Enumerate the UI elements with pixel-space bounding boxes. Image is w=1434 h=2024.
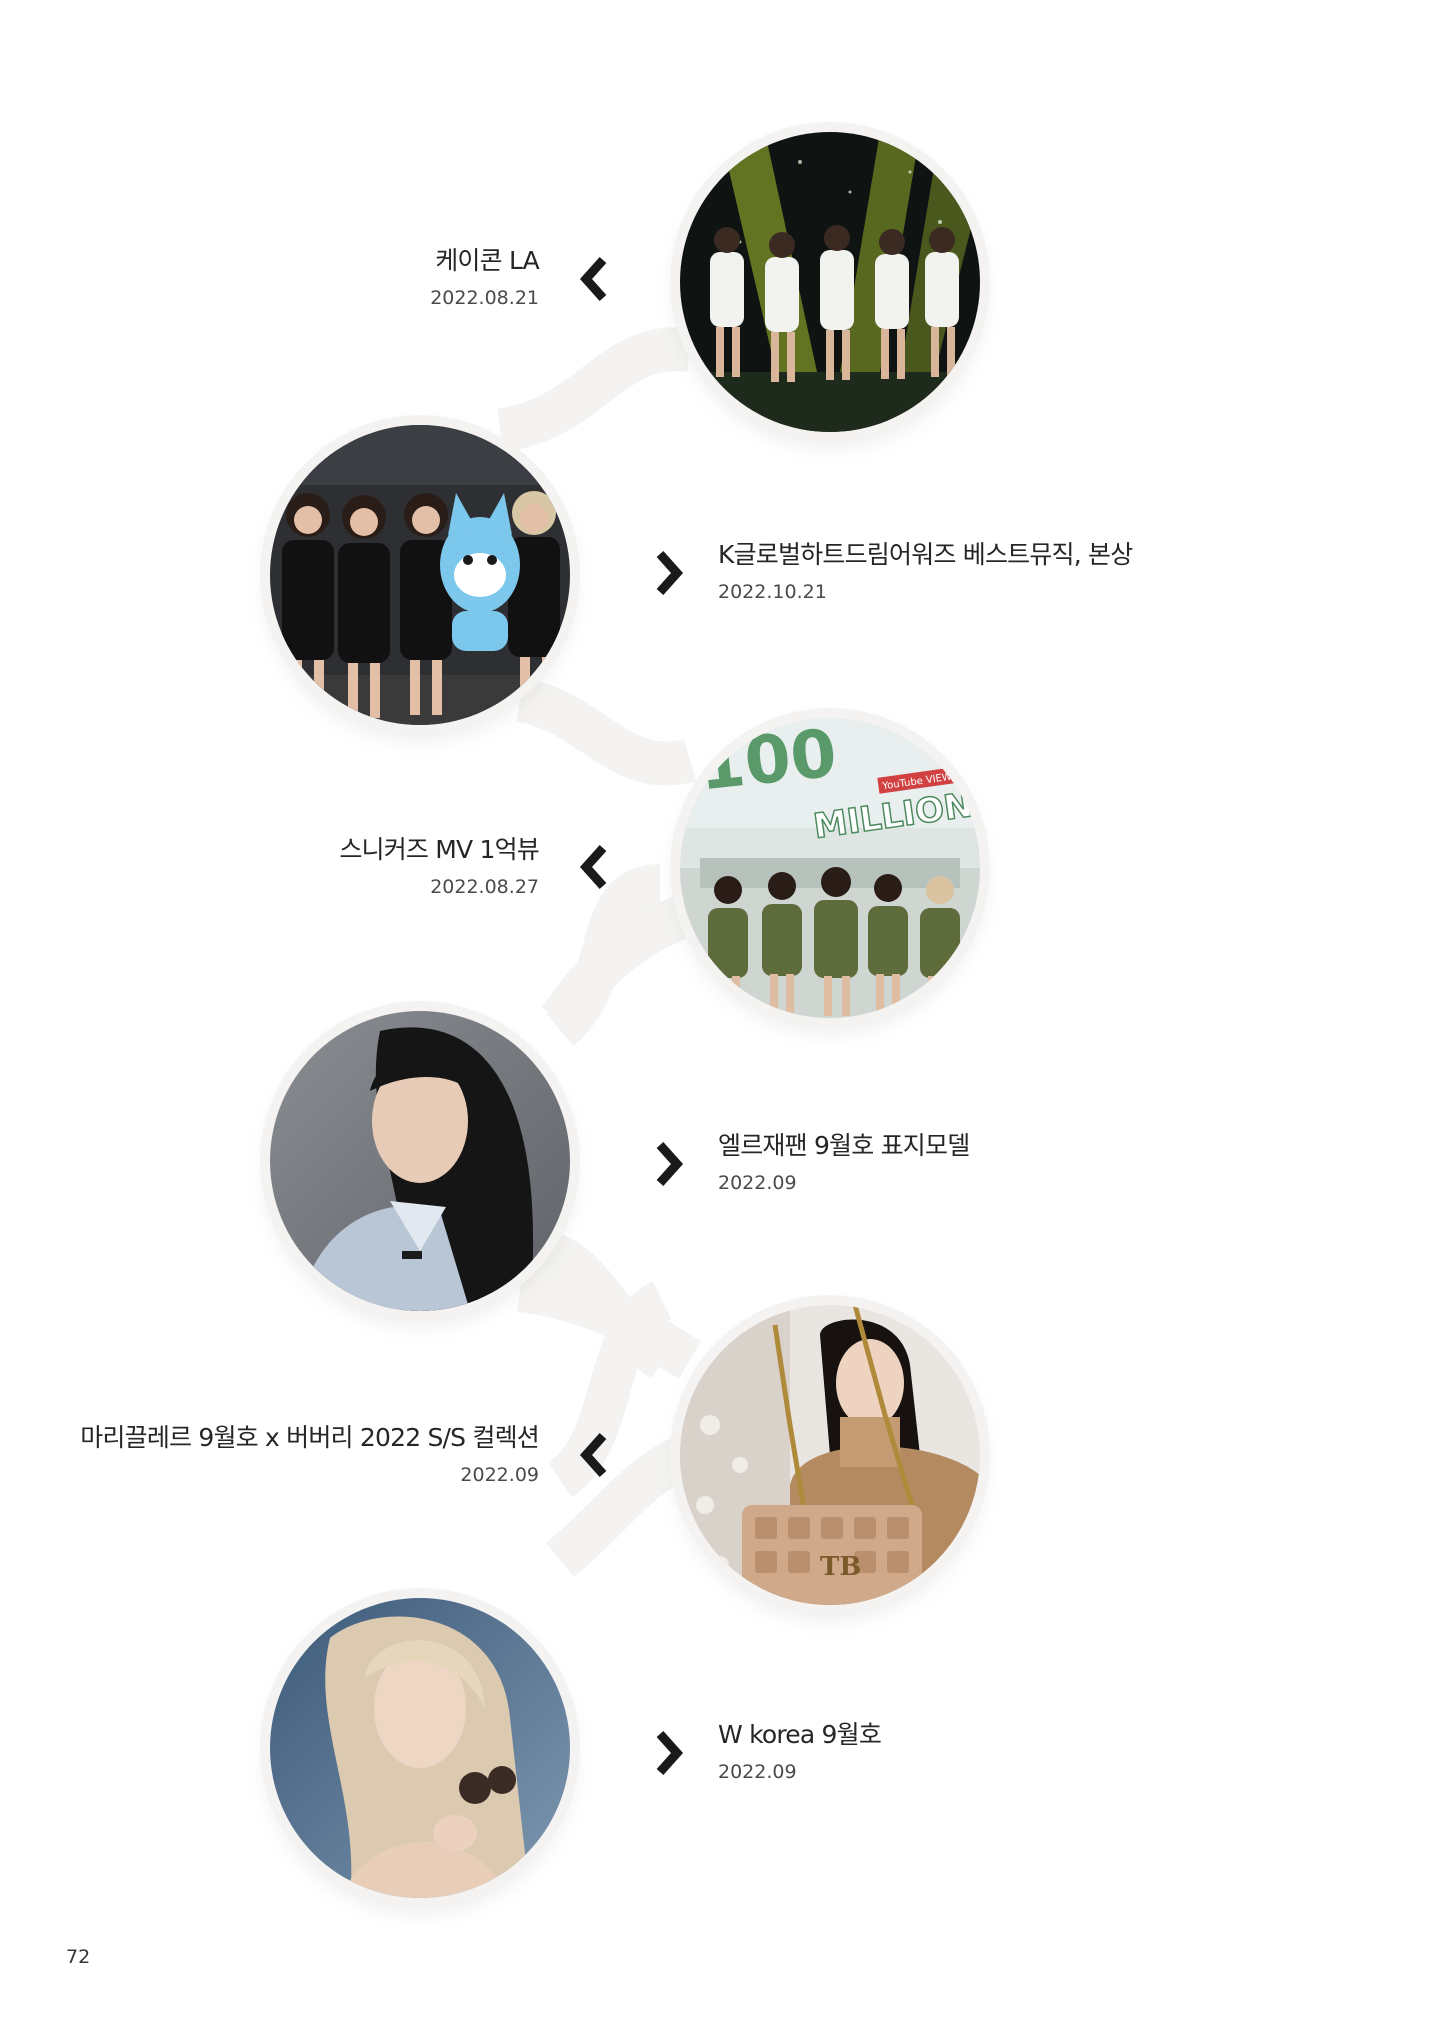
entry-date: 2022.10.21	[718, 581, 827, 603]
timeline-entry-label: 케이콘 LA 2022.08.21	[430, 244, 540, 310]
timeline-entry-label: 스니커즈 MV 1억뷰 2022.08.27	[339, 833, 539, 899]
timeline-entry-label: K글로벌하트드림어워즈 베스트뮤직, 본상 2022.10.21	[718, 538, 1133, 604]
entry-title: W korea 9월호	[718, 1720, 882, 1749]
chevron-right-icon	[652, 1728, 686, 1778]
entry-date: 2022.09	[718, 1172, 797, 1194]
entry-title: 케이콘 LA	[435, 246, 540, 275]
page-number: 72	[66, 1946, 91, 1968]
entry-date: 2022.09	[718, 1761, 797, 1783]
entry-date: 2022.08.27	[430, 876, 539, 898]
entry-title: K글로벌하트드림어워즈 베스트뮤직, 본상	[718, 540, 1133, 569]
chevron-right-icon	[652, 1139, 686, 1189]
member-with-burberry-bag-photo: TB	[680, 1305, 980, 1605]
chevron-left-icon	[577, 842, 611, 892]
group-stage-performance-photo	[680, 132, 980, 432]
group-100-million-mv-photo: 100 MILLION YouTube VIEWS	[680, 718, 980, 1018]
timeline-entry-label: 마리끌레르 9월호 x 버버리 2022 S/S 컬렉션 2022.09	[80, 1421, 540, 1487]
timeline-entry-label: W korea 9월호 2022.09	[718, 1718, 882, 1784]
group-with-mascot-photo	[270, 425, 570, 725]
entry-title: 스니커즈 MV 1억뷰	[339, 835, 539, 864]
entry-title: 마리끌레르 9월호 x 버버리 2022 S/S 컬렉션	[80, 1423, 540, 1452]
timeline-entry-label: 엘르재팬 9월호 표지모델 2022.09	[718, 1129, 970, 1195]
entry-title: 엘르재팬 9월호 표지모델	[718, 1131, 970, 1160]
chevron-right-icon	[652, 548, 686, 598]
member-blonde-portrait-photo	[270, 1598, 570, 1898]
entry-date: 2022.08.21	[430, 287, 539, 309]
entry-date: 2022.09	[460, 1464, 539, 1486]
photo-text-burberry-logo: TB	[820, 1552, 861, 1582]
member-portrait-white-shirt-photo	[270, 1011, 570, 1311]
chevron-left-icon	[577, 254, 611, 304]
chevron-left-icon	[577, 1430, 611, 1480]
